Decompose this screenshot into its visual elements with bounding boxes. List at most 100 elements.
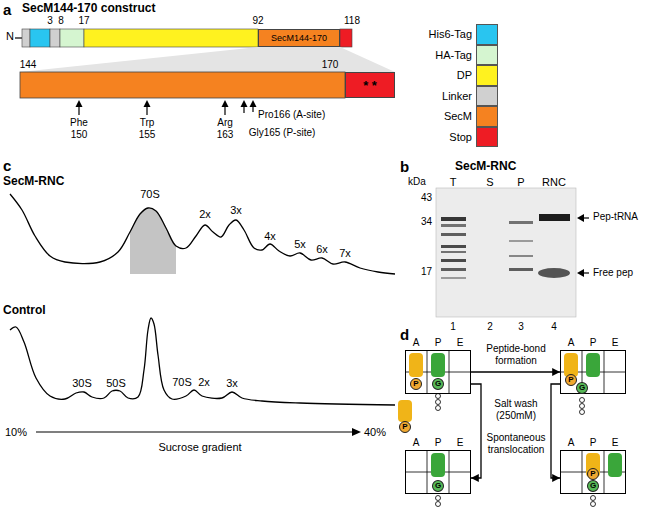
residue-letter: G	[435, 482, 441, 490]
peak-label: 50S	[106, 377, 126, 390]
site-label: E	[612, 437, 619, 449]
lane-number: 3	[518, 321, 524, 333]
gel-band	[441, 217, 466, 221]
trna-green	[608, 453, 622, 477]
legend-row: Stop	[380, 127, 498, 148]
site-label: A	[568, 437, 575, 449]
site-label: P	[590, 337, 597, 349]
peptide-bead	[436, 400, 441, 405]
residue-circle: P	[399, 421, 411, 433]
residue-number: 170	[322, 59, 339, 71]
peptide-bead	[591, 496, 596, 501]
panel-letter: d	[400, 326, 409, 343]
site-label: A	[568, 337, 575, 349]
gel-band	[441, 268, 466, 271]
site-label: P	[435, 337, 442, 349]
site-label: Pro166 (A-site)	[258, 109, 325, 121]
peak-label: 3x	[230, 204, 242, 217]
residue-circle: P	[587, 468, 599, 480]
absorbance-trace	[10, 194, 395, 274]
legend-swatch	[476, 45, 498, 66]
site-label: Gly165 (P-site)	[249, 127, 316, 139]
ribosome-sites: APEPG	[560, 350, 626, 394]
legend-row: His6-Tag	[380, 24, 498, 45]
gel-band	[509, 268, 533, 271]
site-label: P	[435, 437, 442, 449]
trna-green	[586, 353, 600, 377]
residue-letter: P	[402, 423, 407, 431]
lane-number: 2	[487, 321, 493, 333]
lane-label: RNC	[542, 176, 566, 189]
lane-number: 1	[450, 321, 456, 333]
sucrose-profiles	[10, 194, 395, 405]
absorbance-trace	[10, 318, 395, 405]
site-label: E	[612, 337, 619, 349]
residue-number: 144	[20, 59, 37, 71]
process-arrow	[551, 384, 560, 478]
residue-letter: G	[579, 384, 585, 392]
gel-band	[441, 259, 466, 262]
peak-label: 5x	[294, 238, 306, 251]
mw-marker: 34	[421, 216, 432, 228]
trna-green	[431, 453, 445, 477]
legend-row: Linker	[380, 86, 498, 107]
residue-number: 92	[252, 15, 263, 27]
residue-letter: P	[413, 380, 418, 388]
gel-band	[538, 268, 570, 278]
site-label: A	[413, 337, 420, 349]
residue-arrow	[222, 100, 229, 107]
dp-segment	[84, 29, 258, 47]
legend-row: DP	[380, 65, 498, 86]
residue-arrow	[241, 100, 248, 107]
profile-title: Control	[3, 304, 46, 318]
peptide-bead	[436, 502, 441, 507]
residue-circle: P	[410, 378, 422, 390]
peptide-bead	[580, 404, 585, 409]
lane-label: S	[486, 176, 493, 189]
gradient-axis	[36, 428, 361, 436]
gel-ground	[436, 188, 576, 317]
trna-green	[431, 353, 445, 377]
peak-label: 3x	[226, 377, 238, 390]
legend-swatch	[476, 65, 498, 86]
arrow-label: Peptide-bond formation	[478, 343, 554, 367]
gel-band	[441, 245, 466, 248]
residue-circle: G	[432, 378, 444, 390]
residue-arrow	[76, 100, 83, 107]
axis-label: 10%	[5, 426, 27, 439]
axis-arrow	[36, 431, 353, 432]
residue-arrow	[144, 100, 151, 107]
panel-letter: b	[400, 158, 409, 175]
profile-title: SecM-RNC	[3, 175, 64, 189]
gel-title: SecM-RNC	[455, 160, 516, 174]
legend-text: HA-Tag	[435, 49, 472, 61]
residue-arrow	[243, 106, 244, 113]
legend-swatch	[476, 106, 498, 127]
zoom-wedge	[20, 47, 395, 72]
band-label: Pep-tRNA	[593, 211, 638, 223]
terminus-dash	[15, 37, 22, 38]
site-label: P	[590, 437, 597, 449]
secm-segment: SecM144-170	[258, 29, 340, 47]
terminus-label: N	[6, 30, 14, 43]
lane-label: T	[450, 176, 457, 189]
peak-label: 6x	[316, 243, 328, 256]
band-arrow	[577, 269, 584, 277]
peptide-bead	[436, 406, 441, 411]
residue-label: Trp 155	[134, 117, 160, 140]
residue-number: 17	[78, 15, 89, 27]
ribosome-sites: APEG	[405, 450, 471, 494]
gel-band	[441, 233, 466, 236]
legend-swatch	[476, 24, 498, 45]
residue-number: 118	[344, 15, 360, 27]
residue-circle: G	[576, 382, 588, 394]
legend-swatch	[476, 127, 498, 148]
mw-marker: 17	[421, 266, 432, 278]
axis-label: 40%	[364, 426, 386, 439]
panel-letter: a	[3, 1, 11, 18]
process-arrow	[471, 371, 560, 372]
gel-band	[509, 221, 533, 224]
axis-unit: kDa	[408, 176, 426, 188]
his-tag-segment	[30, 29, 50, 47]
peak-label: 70S	[140, 188, 160, 201]
